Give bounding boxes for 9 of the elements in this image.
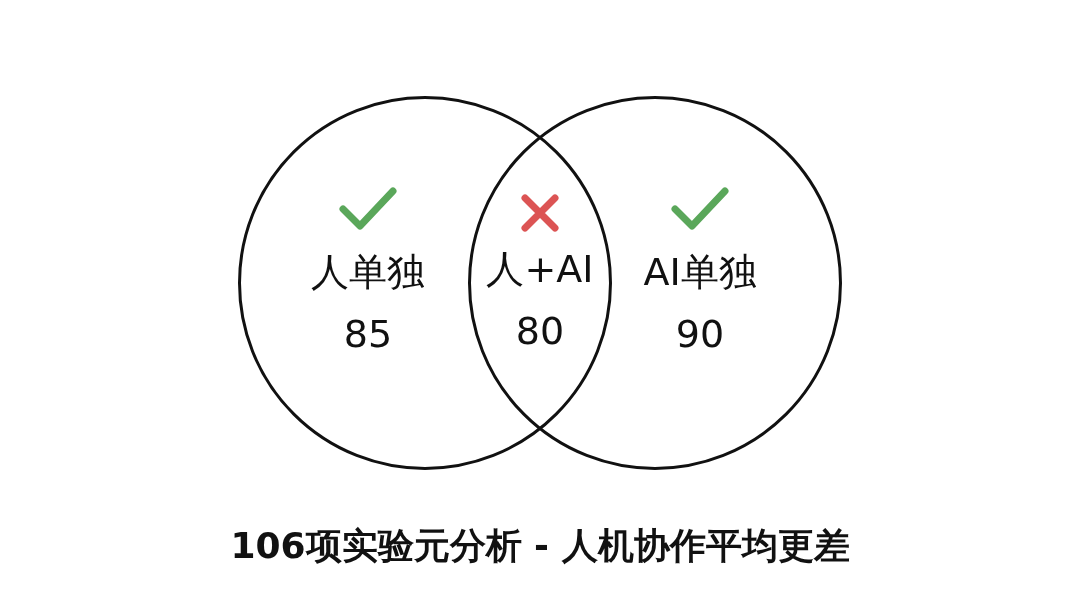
score-value: 80 <box>515 312 565 350</box>
venn-circle <box>468 96 842 470</box>
group-label: 人单独 <box>311 253 425 291</box>
group-label: AI单独 <box>643 253 757 291</box>
score-value: 85 <box>343 315 393 353</box>
group-label: 人+AI <box>486 250 594 288</box>
caption: 106项实验元分析 - 人机协作平均更差 <box>229 524 851 568</box>
venn-circle <box>238 96 612 470</box>
score-value: 90 <box>675 315 725 353</box>
